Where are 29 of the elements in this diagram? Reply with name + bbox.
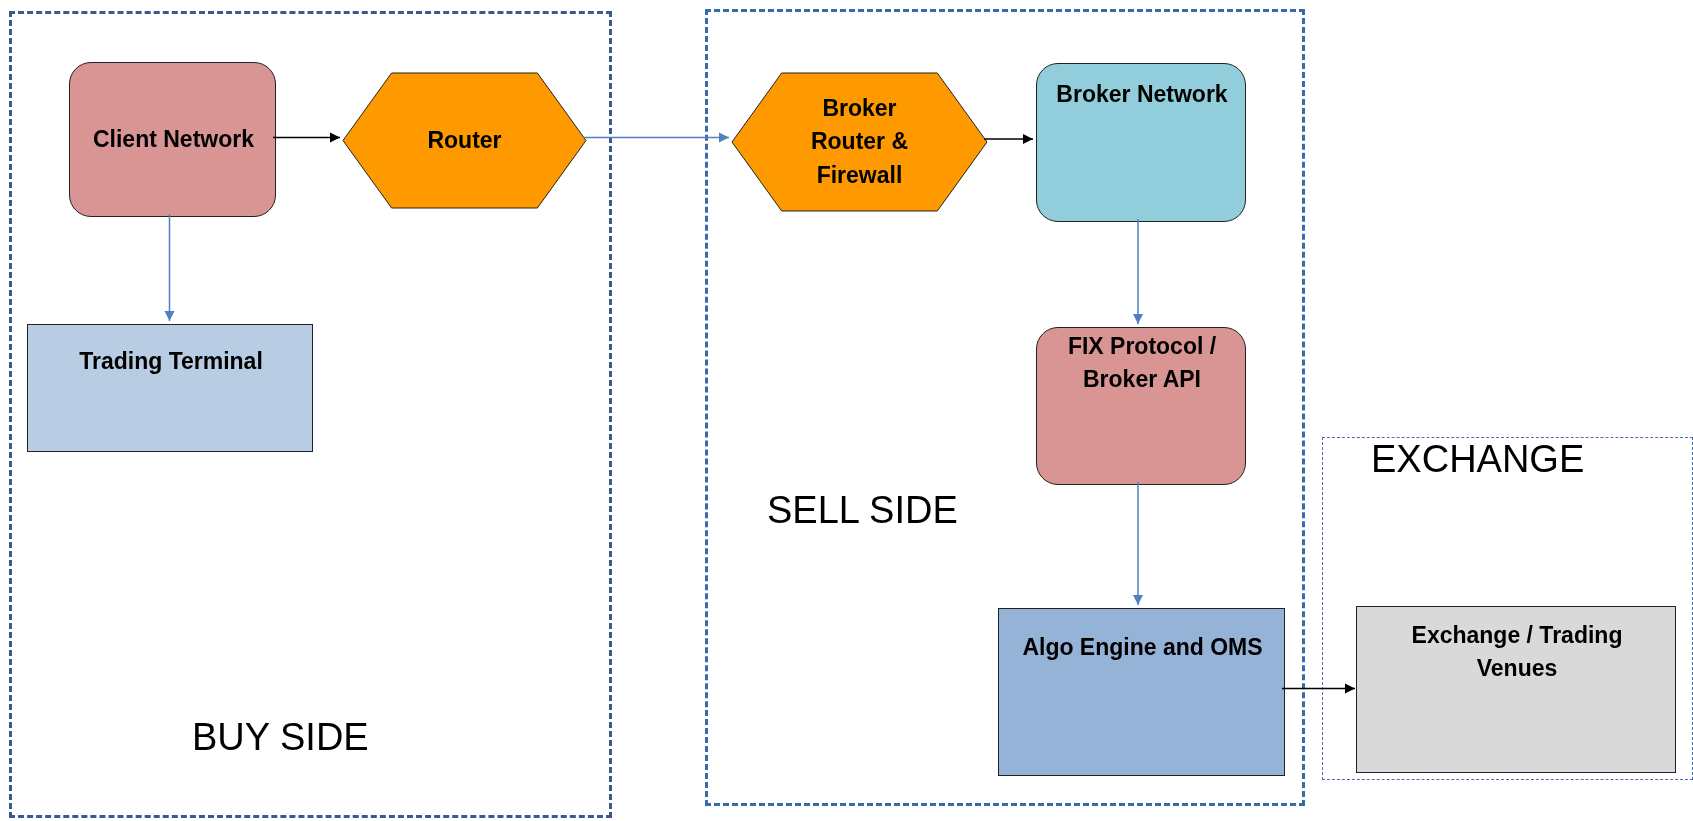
arrow (164, 213, 175, 322)
process-box (1356, 606, 1676, 773)
process-box (27, 324, 313, 452)
process-box (1036, 63, 1246, 222)
dashed-group-frame (705, 9, 1305, 806)
node-label: Router (426, 125, 503, 155)
hexagon-node (343, 73, 586, 208)
arrow (272, 132, 341, 143)
arrow (1132, 481, 1144, 606)
node-label: FIX Protocol / Broker API (1066, 332, 1218, 395)
group-title: EXCHANGE (1371, 438, 1585, 481)
group-title: SELL SIDE (767, 489, 958, 532)
arrow (1132, 218, 1144, 325)
node-label: Algo Engine and OMS (1021, 633, 1264, 662)
arrow (582, 132, 730, 143)
node-label: Client Network (92, 124, 255, 154)
process-box (998, 608, 1285, 776)
arrow (1281, 683, 1356, 694)
process-box (69, 62, 276, 217)
arrow (983, 133, 1034, 145)
group-title: BUY SIDE (192, 716, 369, 759)
dashed-group-frame (9, 11, 612, 818)
node-label: Trading Terminal (78, 347, 264, 376)
hexagon-node (732, 73, 987, 211)
dashed-group-frame (1322, 437, 1693, 780)
node-label: Broker Router & Firewall (809, 94, 910, 190)
node-label: Broker Network (1055, 80, 1229, 109)
process-box (1036, 327, 1246, 485)
node-label: Exchange / Trading Venues (1410, 621, 1624, 684)
